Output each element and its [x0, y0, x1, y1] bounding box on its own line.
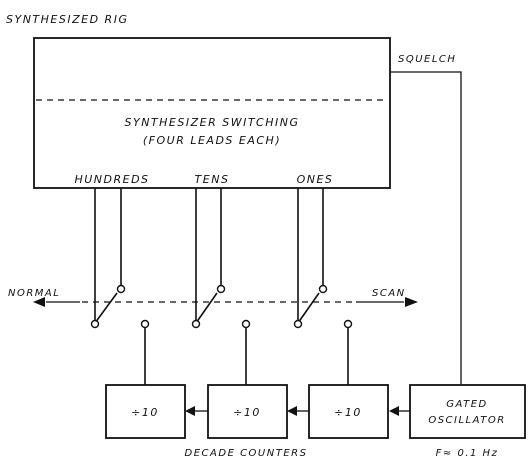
counter-box-tens	[207, 384, 288, 439]
counter-label-ones: ÷10	[334, 406, 362, 419]
tens-common-terminal	[191, 319, 201, 329]
hundreds-common-terminal	[90, 319, 100, 329]
gated-oscillator-box	[409, 384, 526, 439]
tens-scan-terminal	[241, 319, 251, 329]
arrow-ones-to-tens-head	[287, 406, 297, 416]
ones-switch	[293, 188, 353, 385]
switching-label: SYNTHESIZER SWITCHING	[125, 116, 300, 129]
tens-switch	[191, 188, 251, 385]
ones-common-terminal	[293, 319, 303, 329]
synthesized-rig-box	[33, 37, 391, 189]
hundreds-label: HUNDREDS	[74, 173, 149, 186]
oscillator-label-line1: GATED	[446, 399, 488, 410]
tens-normal-terminal	[216, 284, 226, 294]
scan-label: SCAN	[372, 288, 406, 299]
ones-scan-terminal	[343, 319, 353, 329]
decade-counters-caption: DECADE COUNTERS	[185, 448, 308, 459]
normal-arrowhead	[33, 297, 45, 307]
ones-normal-terminal	[318, 284, 328, 294]
counter-label-tens: ÷10	[233, 406, 261, 419]
counter-box-hundreds	[105, 384, 186, 439]
hundreds-normal-terminal	[116, 284, 126, 294]
ones-switch-arm	[297, 292, 320, 324]
hundreds-switch	[90, 188, 150, 385]
arrow-osc-to-ones-head	[389, 406, 399, 416]
tens-switch-arm	[195, 292, 218, 324]
arrow-tens-to-hundreds-head	[185, 406, 195, 416]
oscillator-frequency: F≈ 0.1 Hz	[436, 448, 499, 459]
counter-label-hundreds: ÷10	[131, 406, 159, 419]
scan-arrowhead	[405, 297, 418, 307]
tens-label: TENS	[195, 173, 230, 186]
counter-box-ones	[308, 384, 389, 439]
normal-label: NORMAL	[8, 288, 60, 299]
squelch-line	[390, 71, 462, 384]
squelch-label: SQUELCH	[398, 54, 456, 65]
diagram-title: SYNTHESIZED RIG	[6, 13, 128, 26]
hundreds-switch-arm	[94, 292, 118, 324]
oscillator-label-line2: OSCILLATOR	[428, 415, 505, 426]
hundreds-scan-terminal	[140, 319, 150, 329]
ones-label: ONES	[297, 173, 334, 186]
switching-sublabel: (FOUR LEADS EACH)	[143, 134, 281, 147]
